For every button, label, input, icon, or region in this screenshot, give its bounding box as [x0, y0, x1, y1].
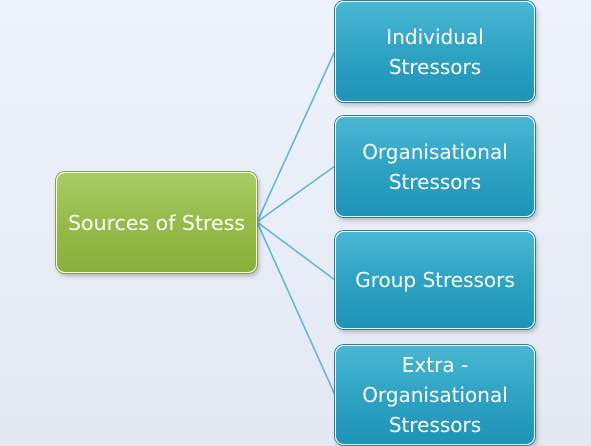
- child-node-extra-organisational-stressors: Extra - Organisational Stressors: [335, 345, 535, 445]
- connector-root-to-individual: [256, 50, 336, 223]
- connector-root-to-extra-organisational: [256, 221, 336, 396]
- connector-root-to-group: [256, 221, 336, 281]
- connector-root-to-organisational: [256, 165, 336, 223]
- root-node-label: Sources of Stress: [68, 210, 245, 235]
- child-node-group-stressors: Group Stressors: [335, 231, 535, 329]
- child-node-individual-stressors: Individual Stressors: [335, 1, 535, 102]
- child-node-label: Individual Stressors: [386, 24, 484, 79]
- root-node-sources-of-stress: Sources of Stress: [56, 172, 257, 273]
- child-node-label: Group Stressors: [355, 268, 515, 292]
- child-node-label: Extra - Organisational Stressors: [362, 353, 508, 437]
- child-node-label: Organisational Stressors: [362, 139, 508, 194]
- child-node-organisational-stressors: Organisational Stressors: [335, 116, 535, 217]
